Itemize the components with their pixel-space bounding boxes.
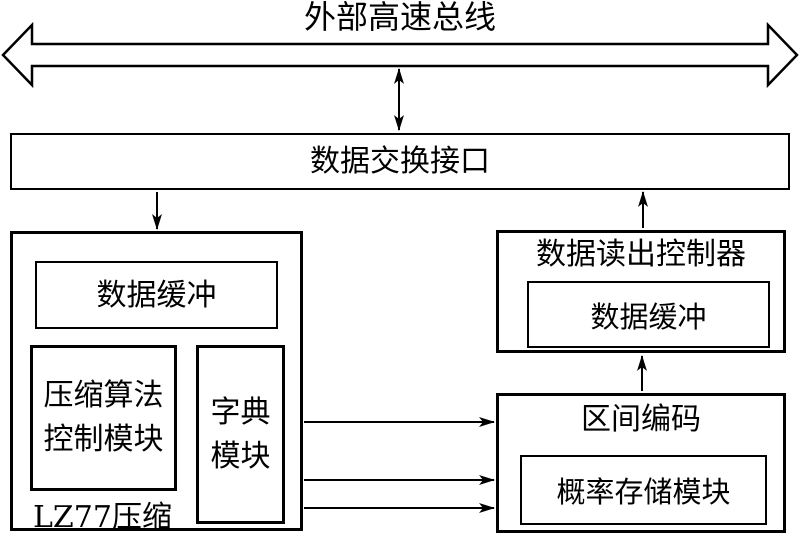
- range-coding-label: 区间编码: [581, 402, 701, 437]
- lz77-group-label: LZ77压缩: [33, 500, 172, 535]
- dictionary-module-box: 字典 模块: [196, 345, 285, 524]
- probability-storage-label: 概率存储模块: [556, 475, 731, 509]
- lz77-data-buffer-box: 数据缓冲: [35, 261, 278, 329]
- compression-algorithm-label-line2: 控制模块: [43, 422, 164, 457]
- external-bus-label: 外部高速总线: [303, 0, 496, 36]
- bus-double-arrow: [1, 21, 799, 89]
- readout-data-buffer-box: 数据缓冲: [527, 281, 770, 348]
- data-readout-controller-box: 数据读出控制器 数据缓冲: [496, 230, 786, 353]
- data-exchange-interface-box: 数据交换接口: [10, 133, 790, 190]
- data-readout-controller-label: 数据读出控制器: [536, 237, 746, 272]
- dictionary-module-label-line1: 字典: [210, 394, 271, 430]
- lz77-compression-box: 数据缓冲 压缩算法 控制模块 字典 模块 LZ77压缩: [10, 231, 303, 535]
- readout-data-buffer-label: 数据缓冲: [590, 299, 707, 334]
- range-coding-box: 区间编码 概率存储模块: [496, 393, 786, 533]
- data-exchange-interface-label: 数据交换接口: [310, 144, 490, 179]
- compression-algorithm-control-box: 压缩算法 控制模块: [30, 345, 177, 491]
- probability-storage-box: 概率存储模块: [520, 455, 767, 525]
- compression-algorithm-label-line1: 压缩算法: [43, 378, 164, 413]
- dictionary-module-label-line2: 模块: [210, 438, 271, 474]
- lz77-data-buffer-label: 数据缓冲: [96, 277, 217, 313]
